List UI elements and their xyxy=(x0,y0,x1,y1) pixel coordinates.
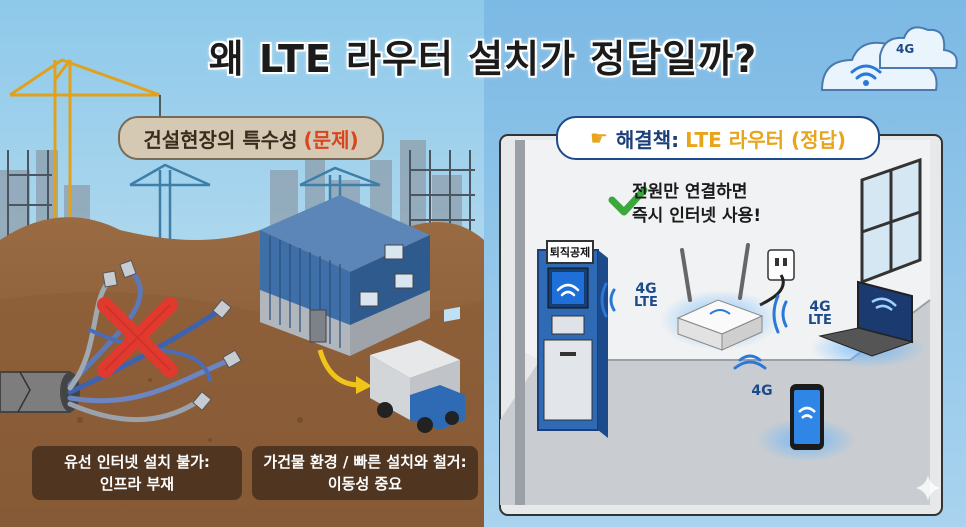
kiosk-machine xyxy=(537,249,608,438)
right-header-highlight: LTE 라우터 (정답) xyxy=(685,127,847,152)
signal-waves xyxy=(600,282,788,370)
caption-line: 이동성 중요 xyxy=(327,475,403,493)
cloud-icon xyxy=(820,26,958,91)
caption-mobility: 가건물 환경 / 빠른 설치와 철거: 이동성 중요 xyxy=(252,446,478,500)
sparkle-icon xyxy=(916,475,940,501)
left-header-highlight: (문제) xyxy=(303,127,359,152)
signal-type: LTE xyxy=(808,313,832,328)
page-title: 왜 LTE 라우터 설치가 정답일까? xyxy=(208,37,758,81)
cloud-label: 4G xyxy=(896,42,915,56)
caption-line: 유선 인터넷 설치 불가: xyxy=(64,453,210,471)
signal-band: 4G xyxy=(809,299,831,315)
caption-line: 인프라 부재 xyxy=(99,475,175,493)
check-icon xyxy=(608,186,648,216)
smartphone-icon xyxy=(756,384,856,462)
laptop-icon xyxy=(810,280,926,368)
right-panel-bg xyxy=(484,0,966,527)
scaffolding xyxy=(7,150,475,260)
instant-internet-note: 전원만 연결하면 즉시 인터넷 사용! xyxy=(632,180,822,228)
note-line: 즉시 인터넷 사용! xyxy=(632,206,762,226)
red-x-icon xyxy=(97,297,178,378)
signal-label-phone: 4G xyxy=(742,384,782,398)
caption-wired-unavailable: 유선 인터넷 설치 불가: 인프라 부재 xyxy=(32,446,242,500)
signal-band: 4G xyxy=(751,383,773,399)
signal-band: 4G xyxy=(635,281,657,297)
left-header-main: 건설현장의 특수성 xyxy=(143,127,298,152)
signal-label-kiosk: 4G LTE xyxy=(626,282,666,310)
site-container-office xyxy=(260,195,430,356)
arrow-icon xyxy=(317,349,372,394)
signal-label-laptop: 4G LTE xyxy=(800,300,840,328)
lte-router xyxy=(660,243,780,351)
pointing-hand-icon: ☛ xyxy=(589,126,608,150)
signal-type: LTE xyxy=(634,295,658,310)
wifi-icon xyxy=(850,64,882,80)
wifi-icon xyxy=(556,283,580,297)
note-line: 전원만 연결하면 xyxy=(632,182,748,202)
room xyxy=(499,134,943,516)
left-panel-header: 건설현장의 특수성 (문제) xyxy=(118,116,384,160)
caption-line: 가건물 환경 / 빠른 설치와 철거: xyxy=(263,453,467,471)
right-header-main: 해결책: xyxy=(615,127,680,152)
right-panel-header: ☛ 해결책: LTE 라우터 (정답) xyxy=(556,116,880,160)
truck-icon xyxy=(370,306,465,433)
kiosk-label: 퇴직공제 xyxy=(546,240,594,264)
tangled-cables xyxy=(67,267,233,423)
